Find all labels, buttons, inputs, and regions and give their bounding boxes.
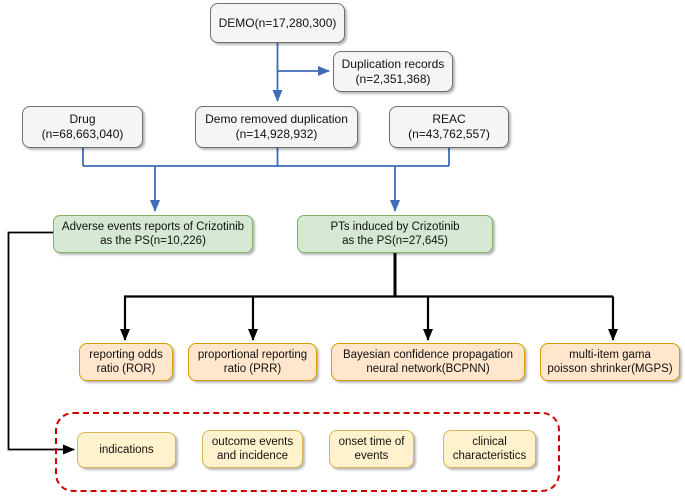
node-indications: indications [77, 432, 176, 468]
node-label-line: PTs induced by Crizotinib [330, 220, 460, 233]
node-demo: DEMO(n=17,280,300) [210, 3, 345, 43]
node-label-line: (n=68,663,040) [41, 127, 124, 141]
node-clinical-characteristics: clinical characteristics [443, 430, 536, 468]
node-label-line: Drug [69, 112, 96, 126]
node-label-line: as the PS(n=27,645) [342, 235, 448, 247]
node-mgps: multi-item gama poisson shrinker(MGPS) [540, 343, 680, 381]
node-demo-removed-duplication: Demo removed duplication (n=14,928,932) [195, 106, 358, 148]
node-onset-time: onset time of events [329, 430, 414, 468]
node-label-line: poisson shrinker(MGPS) [547, 363, 673, 375]
node-label-line: (n=2,351,368) [355, 71, 431, 86]
node-label-line: REAC [432, 112, 466, 126]
node-duplication-records: Duplication records (n=2,351,368) [333, 51, 453, 92]
node-label-line: as the PS(n=10,226) [100, 235, 206, 247]
node-label-line: (n=43,762,557) [408, 127, 490, 141]
node-label-line: reporting odds [89, 348, 163, 361]
node-label-line: Duplication records [341, 56, 445, 71]
node-label-line: (n=14,928,932) [235, 127, 318, 141]
node-label-line: Demo removed duplication [205, 112, 348, 126]
node-label-line: characteristics [452, 450, 527, 462]
node-outcome-events: outcome events and incidence [202, 430, 303, 468]
node-prr: proportional reporting ratio (PRR) [188, 343, 317, 381]
node-label-line: Bayesian confidence propagation [342, 348, 514, 361]
node-label-line: outcome events [211, 435, 294, 448]
node-ror: reporting odds ratio (ROR) [79, 343, 173, 381]
node-label-line: clinical [472, 435, 507, 448]
node-label-line: and incidence [217, 450, 288, 462]
node-label-line: proportional reporting [197, 348, 308, 361]
node-bcpnn: Bayesian confidence propagation neural n… [331, 343, 525, 381]
node-label-line: Adverse events reports of Crizotinib [61, 220, 245, 233]
analysis-group-frame [55, 412, 560, 492]
node-label-line: ratio (PRR) [223, 363, 282, 375]
node-reac: REAC (n=43,762,557) [389, 106, 509, 148]
node-label-line: indications [99, 443, 154, 456]
node-label-line: ratio (ROR) [96, 363, 156, 375]
node-drug: Drug (n=68,663,040) [22, 106, 143, 148]
node-demo-label: DEMO(n=17,280,300) [218, 15, 337, 30]
connector-adverse-to-indications [7, 231, 75, 455]
node-label-line: neural network(BCPNN) [366, 363, 490, 375]
node-adverse-events-reports: Adverse events reports of Crizotinib as … [53, 215, 253, 253]
node-label-line: multi-item gama [569, 348, 651, 361]
node-label-line: onset time of [338, 435, 405, 448]
node-pts-induced: PTs induced by Crizotinib as the PS(n=27… [297, 215, 493, 253]
node-label-line: events [354, 450, 389, 462]
